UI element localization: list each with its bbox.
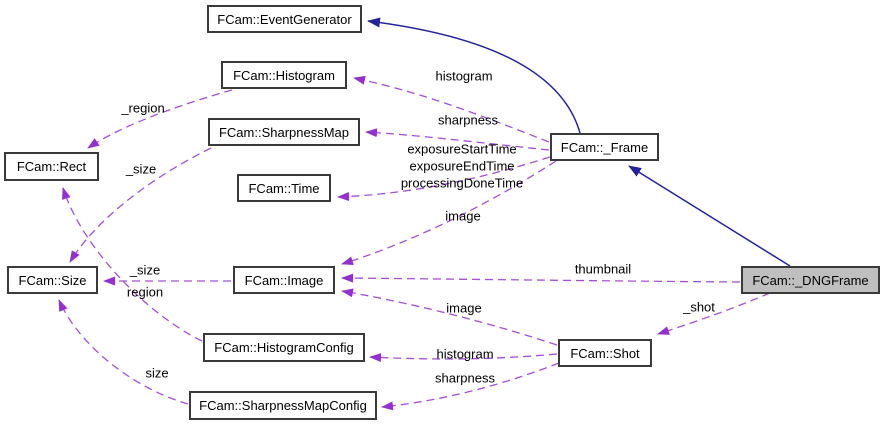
edge-label-exposure-start-time: exposureStartTime (407, 141, 517, 157)
edge-label-processing-done-time: processingDoneTime (400, 175, 524, 191)
node-fcam-eventgenerator[interactable]: FCam::EventGenerator (207, 5, 362, 33)
edge-label-sharpness-frame: sharpness (438, 112, 498, 128)
node-fcam-dngframe[interactable]: FCam::_DNGFrame (741, 266, 880, 294)
node-fcam-image[interactable]: FCam::Image (233, 266, 335, 294)
edge-usage-dngframe-shot (657, 292, 771, 335)
edge-usage-dngframe-image (341, 273, 741, 283)
edge-usage-frame-time (337, 156, 551, 202)
edge-label-shot: _shot (683, 299, 715, 315)
edge-label-times-frame: exposureStartTime exposureEndTime proces… (401, 141, 523, 192)
edge-inheritance-frame-eventgenerator (367, 17, 581, 134)
node-fcam-histogramconfig[interactable]: FCam::HistogramConfig (203, 333, 365, 362)
edge-usage-histogram-rect (87, 89, 233, 149)
edge-label-image-shot: image (446, 300, 482, 316)
node-fcam-frame[interactable]: FCam::_Frame (550, 133, 659, 161)
edge-usage-frame-image (341, 160, 557, 266)
edge-label-histogram-shot: histogram (436, 346, 494, 362)
edge-usage-shot-image (341, 288, 558, 346)
edge-label-size-sharpnessmap: _size (125, 161, 157, 177)
node-fcam-rect[interactable]: FCam::Rect (4, 152, 99, 181)
edge-label-region-histogramconfig: region (126, 284, 164, 300)
edge-usage-histogramconfig-rect (62, 187, 203, 342)
edge-label-exposure-end-time: exposureEndTime (409, 158, 515, 174)
edge-label-thumbnail: thumbnail (574, 261, 632, 277)
node-fcam-sharpnessmapconfig[interactable]: FCam::SharpnessMapConfig (189, 391, 377, 420)
node-fcam-shot[interactable]: FCam::Shot (558, 339, 652, 367)
node-fcam-histogram[interactable]: FCam::Histogram (221, 61, 347, 89)
edge-label-sharpness-shot: sharpness (435, 370, 495, 386)
edge-usage-shot-sharpnessmapconfig (381, 362, 560, 411)
edge-label-size-image: _size (129, 262, 161, 278)
node-fcam-sharpnessmap[interactable]: FCam::SharpnessMap (208, 118, 360, 146)
edge-label-histogram-frame: histogram (435, 68, 493, 84)
node-fcam-size[interactable]: FCam::Size (7, 266, 98, 294)
node-fcam-time[interactable]: FCam::Time (237, 174, 331, 202)
edge-usage-frame-histogram (353, 75, 550, 143)
edge-usage-frame-sharpnessmap (365, 128, 550, 151)
edge-usage-shot-histogramconfig (369, 353, 558, 363)
edge-usage-sharpnessmap-size (69, 147, 212, 263)
edge-inheritance-dngframe-frame (628, 165, 791, 267)
edge-usage-sharpnessmapconfig-size (58, 299, 189, 405)
edge-label-size-sharpnessmapconfig: size (145, 365, 169, 381)
edge-label-region-private: _region (121, 100, 165, 116)
edge-label-image-frame: image (445, 208, 481, 224)
